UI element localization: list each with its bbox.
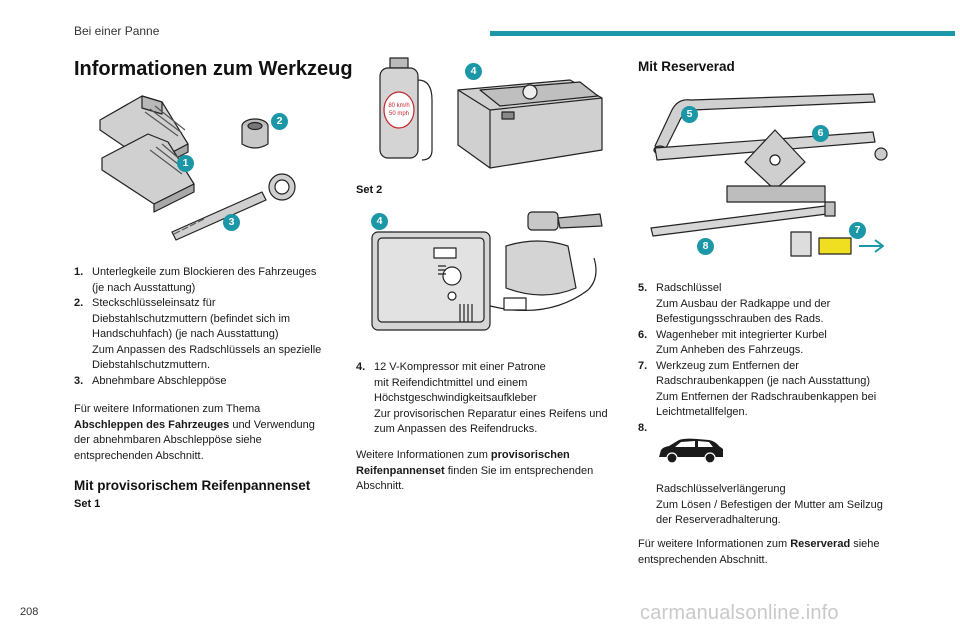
item-line: Werkzeug zum Entfernen der	[656, 359, 799, 372]
set1-label: Set 1	[74, 498, 101, 510]
list-item-3: 3. Abnehmbare Abschleppöse	[74, 374, 346, 390]
marker-4-set1: 4	[465, 63, 482, 80]
repair-kit-info-paragraph: Weitere Informationen zum provisorischen…	[356, 448, 624, 495]
marker-2: 2	[271, 113, 288, 130]
para-text: siehe	[850, 538, 880, 550]
item-line: der Reserveradhalterung.	[656, 514, 781, 526]
marker-6: 6	[812, 125, 829, 142]
para-line: entsprechenden Abschnitt.	[74, 449, 204, 462]
item-number: 8.	[638, 421, 648, 434]
item-number: 1.	[74, 266, 84, 278]
item-line: Handschuhfach) (je nach Ausstattung)	[92, 328, 279, 340]
para-line: Für weitere Informationen zum Reserverad…	[638, 537, 908, 553]
item-line: Abnehmbare Abschleppöse	[92, 374, 227, 387]
item-8-description: Radschlüsselverlängerung Zum Lösen / Bef…	[656, 482, 908, 529]
item-number: 3.	[74, 374, 84, 387]
marker-4-set2: 4	[371, 213, 388, 230]
item-line: 12 V-Kompressor mit einer Patrone	[374, 361, 546, 373]
para-line: Abschleppen des Fahrzeuges und Verwendun…	[74, 418, 346, 434]
section-title-repair-kit: Mit provisorischem Reifenpannenset	[74, 478, 311, 493]
spare-wheel-reference: Reserverad	[790, 538, 851, 550]
repair-kit-set2-illustration	[371, 211, 603, 331]
car-icon	[659, 438, 723, 464]
page-number: 208	[20, 606, 39, 618]
spare-wheel-info-paragraph: Für weitere Informationen zum Reserverad…	[638, 537, 908, 568]
item-line: Zum Lösen / Befestigen der Mutter am Sei…	[656, 498, 883, 511]
para-text: Für weitere Informationen zum	[638, 538, 791, 550]
repair-kit-reference: provisorischen	[490, 449, 570, 461]
item-line: Zum Anpassen des Radschlüssels an spezie…	[92, 343, 322, 356]
item-spacer	[656, 421, 908, 436]
running-header: Bei einer Panne	[74, 24, 160, 38]
item-line: Leichtmetallfelgen.	[656, 406, 748, 418]
item-line: Unterlegkeile zum Blockieren des Fahrzeu…	[92, 266, 317, 278]
item-number: 4.	[356, 361, 366, 373]
item-line: Zur provisorischen Reparatur eines Reife…	[374, 407, 608, 420]
item-number: 7.	[638, 359, 648, 372]
towing-info-paragraph: Für weitere Informationen zum Thema Absc…	[74, 402, 346, 464]
para-line: Abschnitt.	[356, 480, 405, 492]
page-title: Informationen zum Werkzeug	[74, 58, 353, 80]
towing-reference: Abschleppen des Fahrzeuges	[74, 418, 230, 431]
repair-kit-list: 4. 12 V-Kompressor mit einer Patrone mit…	[356, 360, 624, 438]
item-line: Befestigungsschrauben des Rads.	[656, 313, 824, 325]
item-number: 5.	[638, 282, 648, 294]
para-line: der abnehmbaren Abschleppöse siehe	[74, 434, 262, 446]
list-item-6: 6. Wagenheber mit integrierter Kurbel Zu…	[638, 328, 908, 359]
para-line: entsprechenden Abschnitt.	[638, 553, 768, 566]
item-line: Zum Entfernen der Radschraubenkappen bei	[656, 390, 877, 403]
item-line: Diebstahlschutzmuttern (befindet sich im	[92, 312, 291, 325]
item-line: Diebstahlschutzmuttern.	[92, 359, 210, 371]
list-item-2: 2. Steckschlüsseleinsatz für Diebstahlsc…	[74, 296, 346, 374]
marker-3: 3	[223, 214, 240, 231]
para-text: finden Sie im entsprechenden	[444, 464, 594, 477]
tools-list: 1. Unterlegkeile zum Blockieren des Fahr…	[74, 265, 346, 389]
para-line: Weitere Informationen zum provisorischen	[356, 448, 624, 464]
item-line: zum Anpassen des Reifendrucks.	[374, 423, 538, 435]
svg-text:50 mph: 50 mph	[389, 111, 409, 117]
item-number: 6.	[638, 328, 648, 341]
item-line: Steckschlüsseleinsatz für	[92, 297, 216, 309]
svg-text:80 km/h: 80 km/h	[388, 103, 409, 109]
set2-label: Set 2	[356, 184, 383, 196]
header-accent-bar	[490, 31, 955, 36]
list-item-8: 8.	[638, 421, 908, 436]
item-line: Zum Ausbau der Radkappe und der	[656, 297, 831, 310]
tools-illustration	[99, 95, 296, 241]
marker-8: 8	[697, 238, 714, 255]
item-number: 2.	[74, 297, 84, 309]
item-line: Radschraubenkappen (je nach Ausstattung)	[656, 375, 871, 387]
repair-kit-set1-illustration: 80 km/h 50 mph	[379, 57, 603, 169]
para-text: und Verwendung	[229, 418, 315, 431]
list-item-5: 5. Radschlüssel Zum Ausbau der Radkappe …	[638, 281, 908, 328]
list-item-7: 7. Werkzeug zum Entfernen der Radschraub…	[638, 359, 908, 421]
para-line: Für weitere Informationen zum Thema	[74, 403, 261, 415]
para-line: Reifenpannenset finden Sie im entspreche…	[356, 464, 624, 480]
watermark: carmanualsonline.info	[640, 602, 839, 624]
spare-wheel-list: 5. Radschlüssel Zum Ausbau der Radkappe …	[638, 281, 908, 436]
para-text: Weitere Informationen zum	[356, 449, 491, 461]
marker-7: 7	[849, 222, 866, 239]
item-line: (je nach Ausstattung)	[92, 281, 196, 294]
item-line: Zum Anheben des Fahrzeugs.	[656, 344, 804, 356]
item-line: Radschlüssel	[656, 282, 722, 294]
item-line: Radschlüsselverlängerung	[656, 483, 786, 495]
marker-1: 1	[177, 155, 194, 172]
item-line: Wagenheber mit integrierter Kurbel	[656, 328, 827, 341]
repair-kit-reference: Reifenpannenset	[356, 464, 445, 477]
list-item-1: 1. Unterlegkeile zum Blockieren des Fahr…	[74, 265, 346, 296]
marker-5: 5	[681, 106, 698, 123]
item-line: Höchstgeschwindigkeitsaufkleber	[374, 392, 537, 404]
list-item-4: 4. 12 V-Kompressor mit einer Patrone mit…	[356, 360, 624, 438]
item-line: mit Reifendichtmittel und einem	[374, 376, 528, 389]
section-title-spare-wheel: Mit Reserverad	[638, 59, 735, 74]
